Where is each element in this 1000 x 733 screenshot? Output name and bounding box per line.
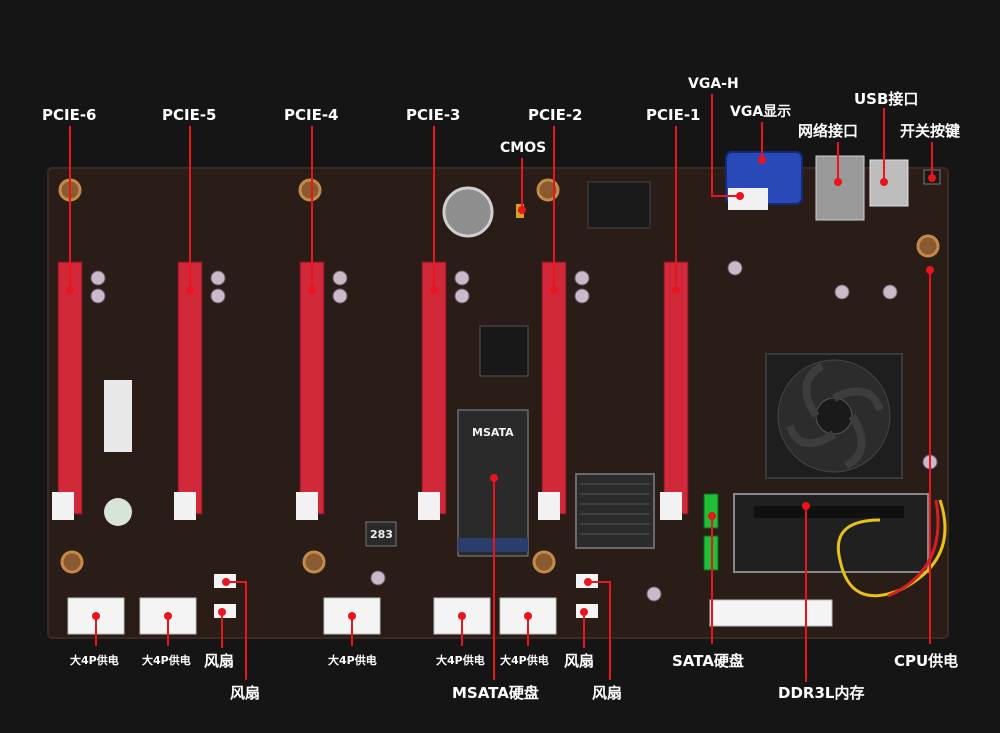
label-power-button: 开关按键 <box>900 122 960 140</box>
pcie-slot-5 <box>177 261 203 515</box>
board-sticker <box>104 380 132 452</box>
label-pwr4p-3: 大4P供电 <box>328 653 377 667</box>
label-fan-3: 风扇 <box>564 652 594 670</box>
label-vga: VGA显示 <box>730 104 791 120</box>
label-pwr4p-4: 大4P供电 <box>436 653 485 667</box>
label-pwr4p-1: 大4P供电 <box>70 653 119 667</box>
label-sata-disk: SATA硬盘 <box>672 652 744 670</box>
label-cpu-power: CPU供电 <box>894 652 958 670</box>
label-pcie4: PCIE-4 <box>284 106 339 124</box>
pcie-slot-3 <box>421 261 447 515</box>
label-cmos: CMOS <box>500 140 546 156</box>
label-fan-1: 风扇 <box>204 652 234 670</box>
label-ddr3l: DDR3L内存 <box>778 684 864 702</box>
pcb-board <box>47 167 949 639</box>
cmos-battery <box>442 186 494 238</box>
vrm-chip <box>365 521 397 547</box>
usb-port <box>869 159 909 207</box>
chip-top <box>587 181 651 229</box>
cpu-fan <box>765 353 903 479</box>
leader-lines <box>66 94 936 682</box>
label-pwr4p-2: 大4P供电 <box>142 653 191 667</box>
label-usb: USB接口 <box>854 90 918 108</box>
pcie-slot-6 <box>57 261 83 515</box>
pcie-slot-2 <box>541 261 567 515</box>
label-vga-h: VGA-H <box>688 76 739 92</box>
cpu-cable <box>837 499 947 598</box>
lan-port <box>815 155 865 221</box>
capacitors <box>90 260 938 602</box>
pcie-slot-1 <box>663 261 689 515</box>
chipset-heatsink <box>575 473 655 549</box>
label-fan-2: 风扇 <box>230 684 260 702</box>
pcie-slots <box>52 261 689 520</box>
chip-small <box>479 325 529 377</box>
chip-283-mark: 283 <box>370 528 393 541</box>
label-pwr4p-5: 大4P供电 <box>500 653 549 667</box>
label-pcie2: PCIE-2 <box>528 106 583 124</box>
ddr3l-slot <box>733 493 929 573</box>
label-pcie3: PCIE-3 <box>406 106 461 124</box>
round-sticker <box>104 498 132 526</box>
vga-header <box>728 188 768 210</box>
label-pcie5: PCIE-5 <box>162 106 217 124</box>
label-pcie6: PCIE-6 <box>42 106 97 124</box>
label-pcie1: PCIE-1 <box>646 106 701 124</box>
label-msata-disk: MSATA硬盘 <box>452 684 539 702</box>
pcie-slot-4 <box>299 261 325 515</box>
atx-connector <box>709 599 833 627</box>
mounting-holes <box>58 178 940 574</box>
label-fan-4: 风扇 <box>592 684 622 702</box>
msata-slot-mark: MSATA <box>472 426 514 439</box>
label-lan: 网络接口 <box>798 122 858 140</box>
